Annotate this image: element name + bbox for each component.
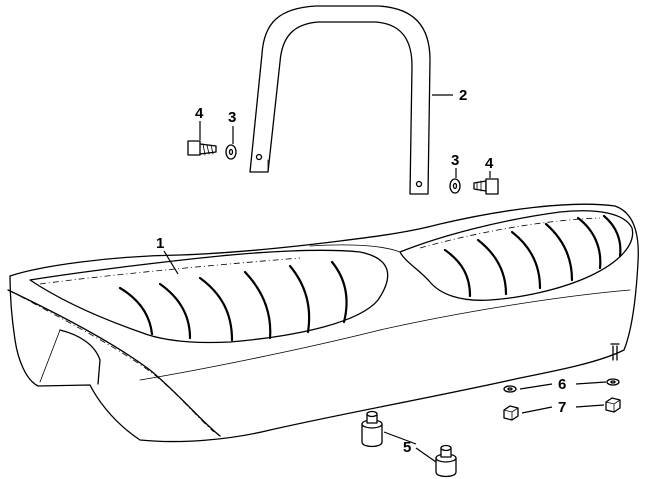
callout-washer-stud: 6 [558,376,566,393]
callout-washer-right: 3 [451,152,459,169]
backrest-bracket [249,5,431,195]
washer-left-icon [225,144,237,160]
washer-right-icon [449,178,461,194]
leader-lines [163,94,607,463]
callout-bumper: 5 [403,439,411,456]
bolt-right-icon [473,178,499,195]
bolt-left-icon [187,140,217,156]
callout-nut: 7 [558,399,566,416]
seat [7,203,639,443]
callout-bolt-left: 4 [195,105,204,122]
callout-backrest: 2 [459,87,467,104]
nut-right-icon [605,397,621,413]
rider-pad-pleats [443,214,622,298]
nut-left-icon [503,405,519,421]
washer-stud-left-icon [503,385,517,393]
washer-stud-right-icon [606,378,620,386]
callout-washer-left: 3 [228,109,236,126]
callout-seat: 1 [156,235,164,252]
rear-pad-pleats [118,260,348,342]
bumper-lower-icon [435,444,457,478]
bumper-upper-icon [361,410,383,448]
callout-bolt-right: 4 [485,155,494,172]
